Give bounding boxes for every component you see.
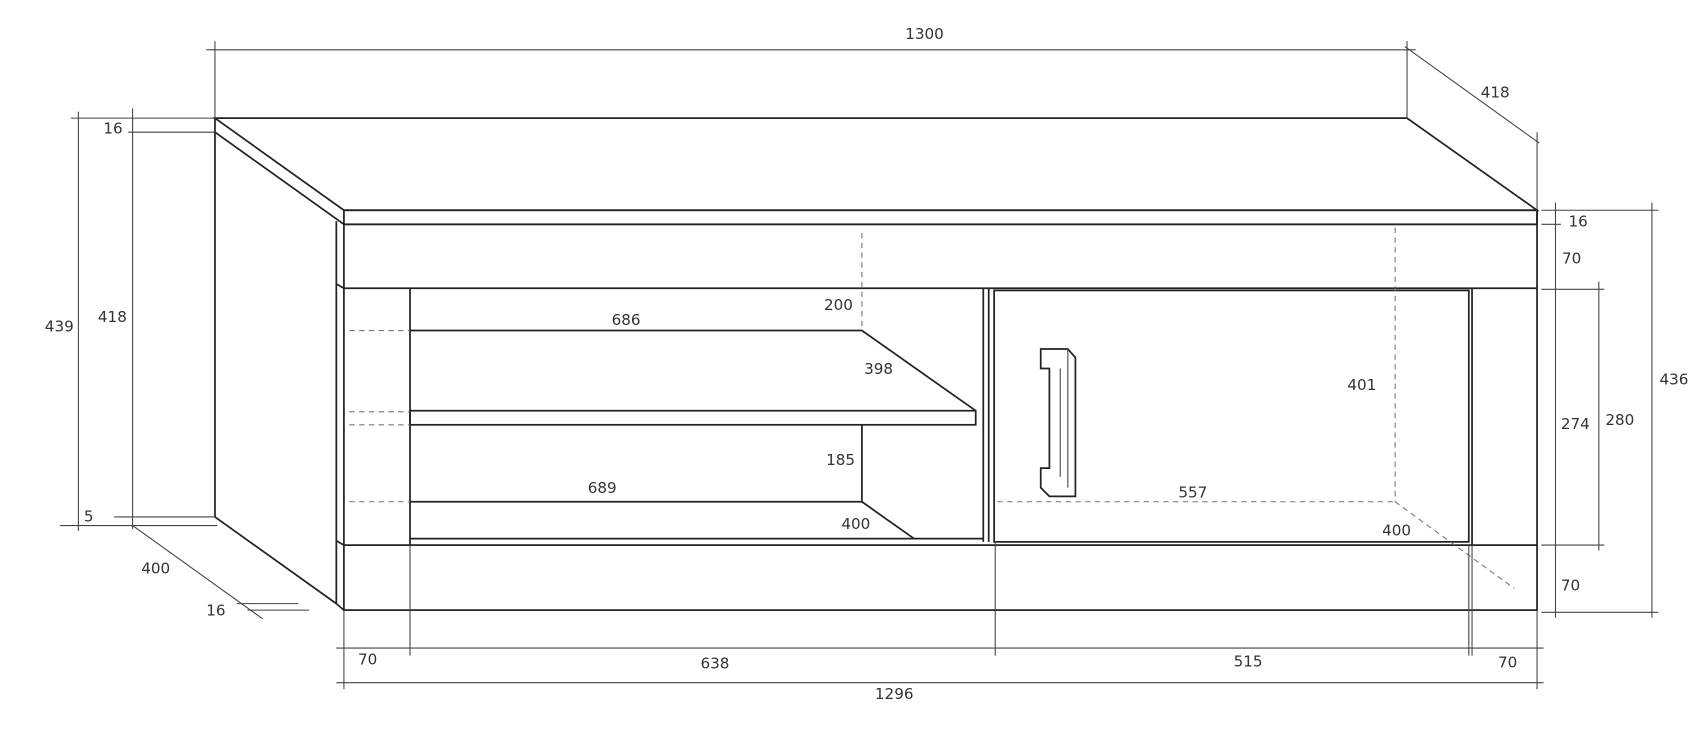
dim-total-height-left: 439	[45, 318, 74, 336]
dim-inner-width-right: 557	[1178, 483, 1207, 501]
dim-total-height-right: 436	[1660, 371, 1689, 389]
door-handle-icon	[1039, 348, 1077, 498]
dim-side-thickness: 16	[206, 602, 225, 620]
dim-shelf-gap-bottom: 185	[826, 451, 855, 469]
dimension-labels: 1300 418 16 70 274 280 436 70 16 418 439…	[45, 25, 1689, 703]
top-front-edge	[343, 209, 1538, 226]
dim-shelf-width: 686	[612, 311, 641, 329]
shelf-top	[410, 329, 977, 412]
dim-total-width: 1300	[905, 25, 944, 43]
dim-bottom-width: 689	[588, 479, 617, 497]
cabinet-outline	[212, 117, 1540, 611]
door	[993, 289, 1470, 543]
left-side-panel	[214, 132, 337, 605]
dim-front-width: 1296	[875, 685, 914, 703]
dimension-lines	[59, 41, 1659, 690]
dim-side-height: 418	[98, 308, 127, 326]
dim-bottom-depth-left: 400	[841, 515, 870, 533]
dim-door-width: 515	[1234, 652, 1263, 670]
dim-top-rail-right: 70	[1562, 249, 1581, 267]
dim-bottom-rail-right: 70	[1561, 577, 1580, 595]
dim-foot-height: 5	[84, 507, 94, 525]
dim-side-depth: 400	[141, 559, 170, 577]
dim-inner-height: 401	[1347, 376, 1376, 394]
dim-top-thickness-left: 16	[103, 119, 122, 137]
dim-left-stile: 70	[358, 650, 377, 668]
front-frame	[343, 223, 1538, 611]
dim-top-depth: 418	[1481, 84, 1510, 102]
dim-door-height: 280	[1605, 411, 1634, 429]
shelf-front	[409, 409, 977, 426]
top-side-edge	[214, 118, 345, 226]
top-panel	[212, 117, 1540, 212]
dim-left-opening: 638	[700, 655, 729, 673]
dim-shelf-depth: 398	[864, 360, 893, 378]
dim-right-stile: 70	[1498, 654, 1517, 672]
dim-bottom-depth-right: 400	[1382, 521, 1411, 539]
dim-top-thickness-right: 16	[1568, 212, 1587, 230]
dim-shelf-gap-top: 200	[824, 296, 853, 314]
dim-door-opening: 274	[1561, 415, 1590, 433]
